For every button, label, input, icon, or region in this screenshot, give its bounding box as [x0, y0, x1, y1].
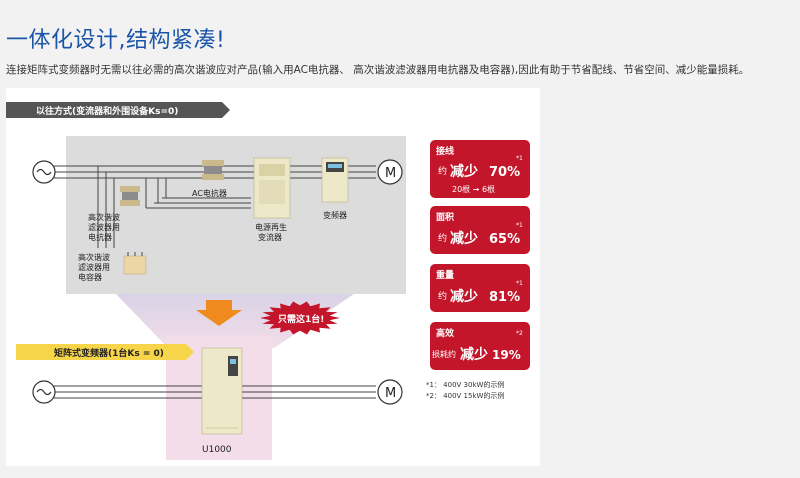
svg-text:约: 约: [438, 290, 447, 302]
svg-text:70%: 70%: [489, 165, 520, 180]
ac-reactor-label: AC电抗器: [192, 188, 227, 198]
svg-text:接线: 接线: [436, 145, 454, 157]
regen-converter-label: 电源再生 变流器: [255, 222, 290, 242]
ac-reactor-icon: [202, 160, 224, 180]
footnote-2: *2： 400V 15kW的示例: [426, 391, 504, 400]
inverter-label: 变频器: [323, 210, 347, 220]
svg-text:约: 约: [438, 165, 447, 177]
harmonic-reactor-icon: [120, 186, 140, 206]
harmonic-capacitor-label: 高次谐波 滤波器用 电容器: [78, 252, 113, 282]
svg-text:81%: 81%: [489, 290, 520, 305]
svg-text:损耗约: 损耗约: [432, 349, 456, 359]
motor-icon: [377, 379, 403, 405]
page-description: 连接矩阵式变频器时无需以往必需的高次谐波应对产品(输入用AC电抗器、 高次谐波滤…: [6, 64, 750, 76]
svg-text:20根 ➞ 6根: 20根 ➞ 6根: [452, 184, 495, 194]
svg-text:面积: 面积: [436, 211, 454, 223]
svg-text:减少: 减少: [450, 163, 478, 180]
svg-text:19%: 19%: [492, 348, 521, 362]
old-method-banner-text: 以往方式(变流器和外围设备Ks=0): [36, 105, 178, 117]
svg-text:65%: 65%: [489, 232, 520, 247]
only-one-starburst: [260, 301, 340, 335]
old-system-panel: [66, 136, 406, 294]
old-method-banner: [6, 102, 230, 118]
new-method-banner: [16, 344, 194, 360]
svg-text:减少: 减少: [450, 288, 478, 305]
svg-text:减少: 减少: [450, 230, 478, 247]
svg-text:高效: 高效: [436, 327, 455, 339]
svg-text:减少: 减少: [460, 346, 488, 363]
svg-text:*1: *1: [516, 155, 523, 162]
comparison-figure: 以往方式(变流器和外围设备Ks=0) 高次谐波 滤波器用 电抗器 高次谐波: [6, 88, 540, 466]
comparison-diagram: 以往方式(变流器和外围设备Ks=0) 高次谐波 滤波器用 电抗器 高次谐波: [6, 102, 530, 460]
motor-label: M: [385, 166, 396, 181]
harmonic-reactor-label: 高次谐波 滤波器用 电抗器: [88, 212, 123, 242]
stat-badge-area: 面积 约 减少 65% *1: [430, 206, 530, 254]
motor-icon: [377, 159, 403, 185]
svg-text:*1: *1: [516, 280, 523, 287]
stat-badge-weight: 重量 约 减少 81% *1: [430, 264, 530, 312]
page-title: 一体化设计,结构紧凑!: [6, 28, 226, 53]
svg-text:*2: *2: [516, 330, 523, 337]
stat-badge-wiring: 接线 约 减少 70% *1 20根 ➞ 6根: [430, 140, 530, 198]
only-one-label: 只需这1台!: [278, 313, 324, 325]
u1000-drive-icon: [201, 347, 243, 435]
svg-text:*1: *1: [516, 222, 523, 229]
new-method-banner-text: 矩阵式变频器(1台Ks = 0): [53, 347, 164, 359]
sine-wave-icon: [36, 168, 52, 176]
motor-label: M: [385, 386, 396, 401]
svg-text:重量: 重量: [436, 269, 454, 281]
svg-text:约: 约: [438, 232, 447, 244]
footnote-1: *1： 400V 30kW的示例: [426, 380, 504, 389]
harmonic-capacitor-icon: [123, 252, 147, 275]
product-label: U1000: [202, 445, 232, 455]
stat-badge-efficiency: 高效 损耗约 减少 19% *2: [430, 322, 530, 370]
down-arrow-icon: [196, 300, 242, 326]
inverter-icon: [321, 157, 349, 203]
sine-wave-icon: [36, 388, 52, 396]
regen-converter-icon: [253, 157, 291, 219]
